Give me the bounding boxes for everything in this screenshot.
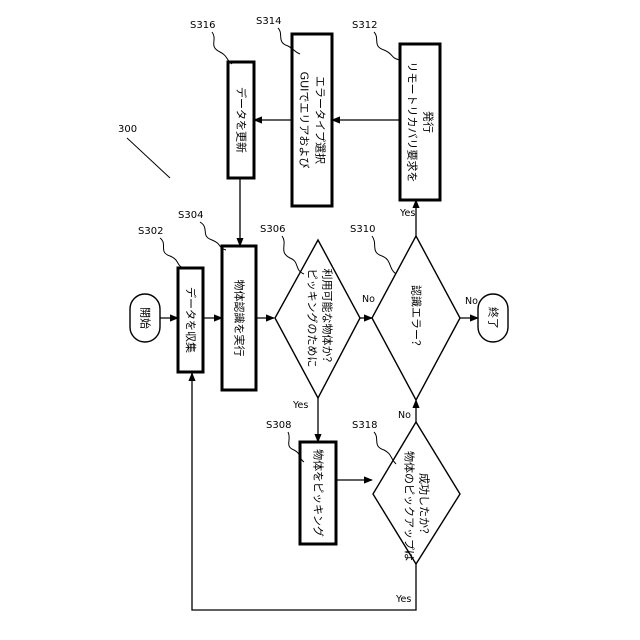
pickable-yes-label: Yes xyxy=(292,400,308,411)
success-yes-label: Yes xyxy=(395,594,411,605)
recognition-error-label: 認識エラー？ xyxy=(410,285,424,351)
success-label-line2: 成功したか？ xyxy=(418,473,431,539)
error-no-label: No xyxy=(465,296,478,307)
pickable-label-line1: ピッキングのために xyxy=(306,269,320,368)
ref-s318: S318 xyxy=(352,420,377,431)
collect-data-label: データを収集 xyxy=(184,287,198,353)
figure-number: 300 xyxy=(118,124,137,135)
ref-s316: S316 xyxy=(190,20,215,31)
ref-s312: S312 xyxy=(352,20,377,31)
ref-s308: S308 xyxy=(266,420,291,431)
object-recognition-label: 物体認識を実行 xyxy=(233,280,247,357)
ref-s314: S314 xyxy=(256,16,281,27)
pick-object-label: 物体をピッキング xyxy=(312,449,326,537)
gui-selection-line1: GUIでエリアおよび xyxy=(298,72,311,169)
remote-recovery-line1: リモートリカバリ要求を xyxy=(406,62,419,183)
success-no-label: No xyxy=(398,410,411,421)
figure-number-leader xyxy=(127,138,170,178)
success-label-line1: 物体のピックアップは xyxy=(403,451,417,561)
ref-s302: S302 xyxy=(138,226,163,237)
ref-s302-leader xyxy=(160,238,184,268)
gui-selection-line2: エラータイプ選択 xyxy=(314,76,328,164)
ref-s310-leader xyxy=(372,236,396,274)
update-data-label: データを更新 xyxy=(235,87,249,153)
ref-s304: S304 xyxy=(178,210,203,221)
pickable-label-line2: 利用可能な物体か？ xyxy=(321,269,335,368)
ref-s306-leader xyxy=(282,236,304,274)
end-label: 終了 xyxy=(487,307,501,329)
ref-s316-leader xyxy=(212,32,232,64)
error-yes-label: Yes xyxy=(399,208,415,219)
pickable-no-label: No xyxy=(362,294,375,305)
ref-s318-leader xyxy=(374,432,396,464)
remote-recovery-line2: 発行 xyxy=(422,111,436,133)
pickup-success-decision xyxy=(373,422,460,564)
start-label: 開始 xyxy=(139,307,153,329)
ref-s306: S306 xyxy=(260,224,285,235)
ref-s312-leader xyxy=(374,32,400,60)
ref-s310: S310 xyxy=(350,224,375,235)
